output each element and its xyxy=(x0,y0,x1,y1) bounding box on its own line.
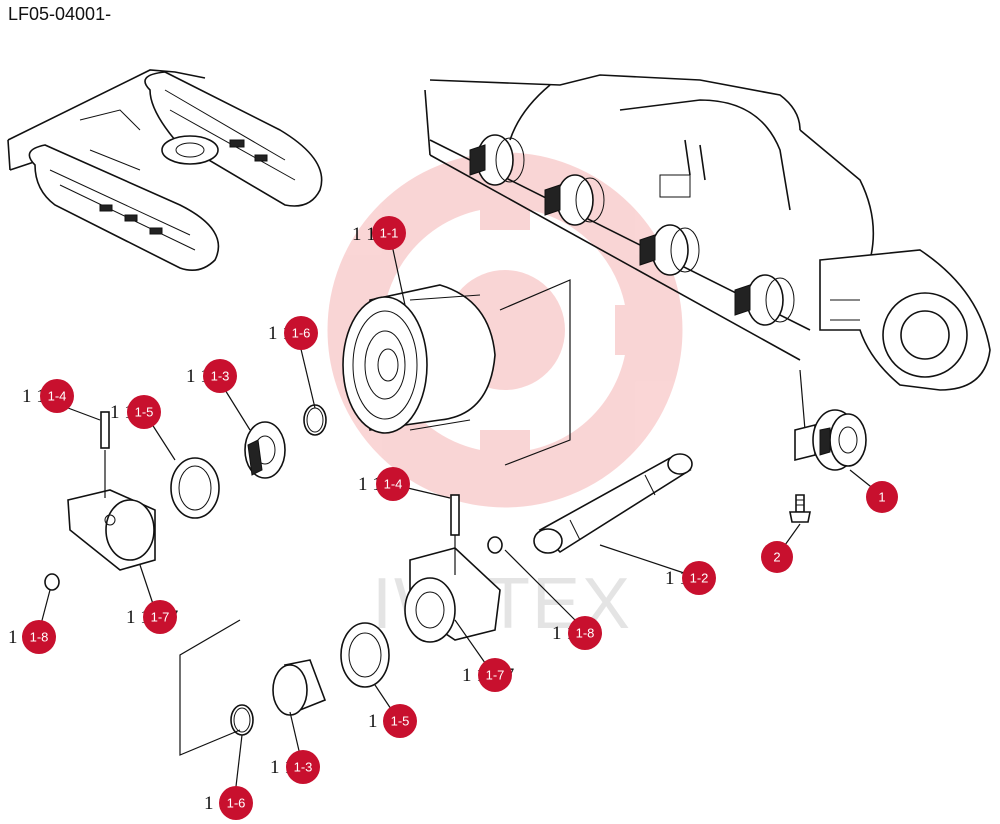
plug-right xyxy=(487,536,503,554)
svg-text:2: 2 xyxy=(773,550,780,565)
callout-1-3-lower[interactable]: 1-3 xyxy=(286,750,320,784)
callout-1-7-left[interactable]: 1-7 xyxy=(143,600,177,634)
seal-upper xyxy=(170,457,220,519)
frame-roller-3 xyxy=(639,224,700,276)
callout-1-3-upper[interactable]: 1-3 xyxy=(203,359,237,393)
o-ring-lower xyxy=(230,704,254,736)
bracket-left xyxy=(67,489,156,571)
callout-1-5-lower[interactable]: 1-5 xyxy=(383,704,417,738)
svg-text:1-1: 1-1 xyxy=(380,226,399,241)
svg-text:1-4: 1-4 xyxy=(48,389,67,404)
shaft-pin xyxy=(533,453,693,554)
callout-1-1[interactable]: 1-1 xyxy=(372,216,406,250)
svg-text:1-2: 1-2 xyxy=(690,571,709,586)
svg-text:1: 1 xyxy=(878,490,885,505)
callout-1-4-upper[interactable]: 1-4 xyxy=(40,379,74,413)
frame-roller-2 xyxy=(544,174,605,226)
svg-text:1-3: 1-3 xyxy=(294,760,313,775)
o-ring-upper xyxy=(303,404,327,436)
callout-1-8-right[interactable]: 1-8 xyxy=(568,616,602,650)
callout-1-4-lower[interactable]: 1-4 xyxy=(376,467,410,501)
svg-text:1-8: 1-8 xyxy=(30,630,49,645)
undercarriage-inset xyxy=(7,69,323,271)
roller-wheel xyxy=(342,284,496,434)
pin-upper xyxy=(100,411,110,449)
bracket-right xyxy=(404,547,501,643)
callout-1-5-upper[interactable]: 1-5 xyxy=(127,395,161,429)
svg-text:1-4: 1-4 xyxy=(384,477,403,492)
mounting-bolt xyxy=(789,494,811,523)
frame-roller-1 xyxy=(469,134,525,186)
svg-text:1-3: 1-3 xyxy=(211,369,230,384)
callout-2[interactable]: 2 xyxy=(761,541,793,573)
callout-1-2[interactable]: 1-2 xyxy=(682,561,716,595)
callout-1-6-lower[interactable]: 1-6 xyxy=(219,786,253,820)
svg-text:1-7: 1-7 xyxy=(151,610,170,625)
callout-1[interactable]: 1 xyxy=(866,481,898,513)
document-code: LF05-04001- xyxy=(8,4,112,24)
plug-left xyxy=(44,573,60,591)
callout-1-7-right[interactable]: 1-7 xyxy=(478,658,512,692)
ref-text-1-1: 1 1 xyxy=(352,224,376,245)
callout-1-8-left[interactable]: 1-8 xyxy=(22,620,56,654)
pin-lower xyxy=(450,494,460,536)
svg-text:1-5: 1-5 xyxy=(135,405,154,420)
svg-text:1-7: 1-7 xyxy=(486,668,505,683)
collar-upper xyxy=(244,421,286,479)
frame-roller-4 xyxy=(734,274,795,326)
roller-assembly xyxy=(794,409,867,471)
svg-text:1-5: 1-5 xyxy=(391,714,410,729)
seal-lower xyxy=(340,622,390,688)
collar-lower xyxy=(272,659,327,716)
svg-text:1-8: 1-8 xyxy=(576,626,595,641)
svg-text:1-6: 1-6 xyxy=(227,796,246,811)
svg-text:1-6: 1-6 xyxy=(292,326,311,341)
callout-1-6-upper[interactable]: 1-6 xyxy=(284,316,318,350)
